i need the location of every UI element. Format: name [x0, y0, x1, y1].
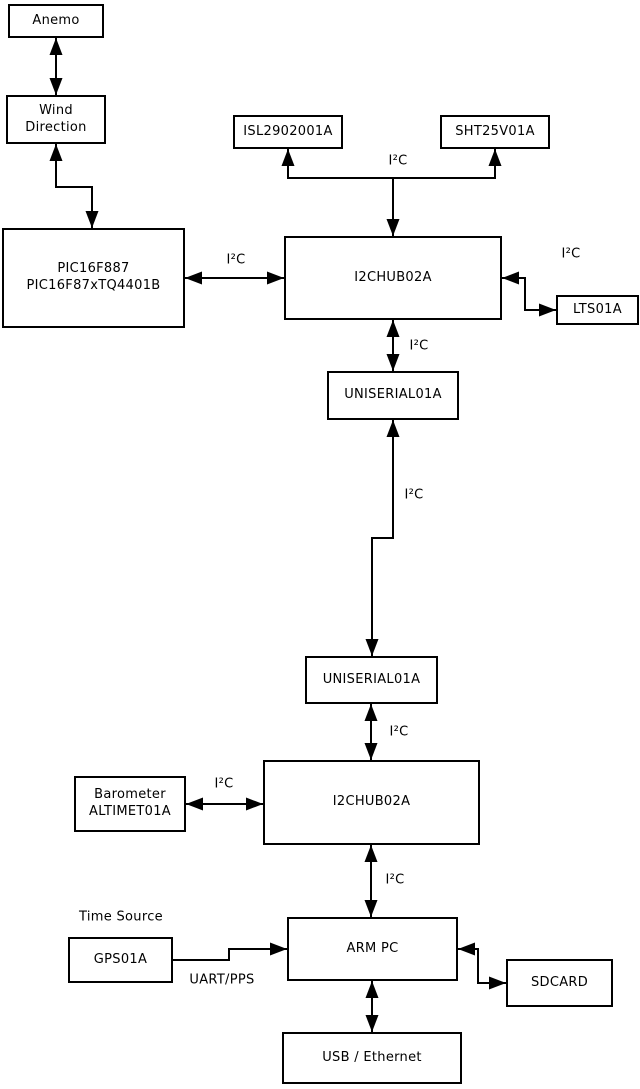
node-anemo: Anemo — [8, 4, 104, 38]
arrowhead-icon-pic-i2chub-start — [185, 271, 202, 285]
node-label-i2chub-upper: I2CHUB02A — [354, 269, 432, 285]
arrowhead-icon-armpc-sdcard-start — [458, 942, 475, 956]
arrowhead-icon-barometer-i2chub2-start — [186, 797, 203, 811]
node-isl2902001a: ISL2902001A — [233, 115, 343, 149]
arrowhead-icon-i2chub-lts-end — [539, 303, 556, 317]
label-time-source: Time Source — [79, 909, 163, 925]
arrowhead-icon-uniserial-uniserial-end — [365, 639, 379, 656]
arrowhead-icon-wind-pic-start — [49, 144, 63, 161]
arrowhead-icon-uniserial-i2chub2-start — [364, 704, 378, 721]
arrowhead-icon-sensors-bar-end — [488, 149, 502, 166]
node-barometer: Barometer ALTIMET01A — [74, 776, 186, 832]
arrowhead-icon-i2chub-uniserial-start — [386, 320, 400, 337]
node-label-pic: PIC16F887 PIC16F87xTQ4401B — [26, 261, 161, 293]
node-label-gps01a: GPS01A — [93, 951, 148, 967]
node-label-lts01a: LTS01A — [573, 301, 622, 317]
arrowhead-icon-gps-armpc-end — [270, 942, 287, 956]
arrowhead-icon-sensors-bar-start — [281, 149, 295, 166]
arrowhead-icon-i2chub2-armpc-end — [364, 900, 378, 917]
connector-armpc-sdcard — [458, 948, 506, 984]
connector-gps-armpc — [173, 948, 287, 961]
arrowhead-icon-i2chub2-armpc-start — [364, 845, 378, 862]
arrowhead-icon-armpc-sdcard-end — [489, 976, 506, 990]
node-usb-ethernet: USB / Ethernet — [282, 1032, 462, 1084]
node-label-uniserial-upper: UNISERIAL01A — [344, 387, 442, 403]
node-sht25v01a: SHT25V01A — [440, 115, 550, 149]
node-pic: PIC16F887 PIC16F87xTQ4401B — [2, 228, 185, 328]
label-i2c-lts: I²C — [561, 246, 581, 262]
arrowhead-icon-pic-i2chub-end — [267, 271, 284, 285]
arrowhead-icon-i2chub-lts-start — [502, 271, 519, 285]
arrowhead-icon-armpc-usb-start — [365, 981, 379, 998]
node-sdcard: SDCARD — [506, 959, 613, 1007]
node-label-wind-direction: Wind Direction — [25, 102, 87, 135]
node-i2chub-upper: I2CHUB02A — [284, 236, 502, 320]
arrowhead-icon-uniserial-i2chub2-end — [364, 743, 378, 760]
node-i2chub-lower: I2CHUB02A — [263, 760, 480, 845]
node-label-barometer: Barometer ALTIMET01A — [89, 787, 171, 819]
node-uniserial-lower: UNISERIAL01A — [305, 656, 438, 704]
arrowhead-icon-anemo-wind-end — [49, 78, 63, 95]
node-wind-direction: Wind Direction — [6, 95, 106, 144]
arrowhead-icon-barometer-i2chub2-end — [246, 797, 263, 811]
arrowhead-icon-armpc-usb-end — [365, 1015, 379, 1032]
node-gps01a: GPS01A — [68, 937, 173, 983]
label-uart-pps: UART/PPS — [189, 972, 255, 988]
label-i2c-hub2-armpc: I²C — [385, 872, 405, 888]
label-i2c-sensors: I²C — [388, 153, 408, 169]
node-label-arm-pc: ARM PC — [346, 940, 399, 956]
arrowhead-icon-i2chub-uniserial-end — [386, 354, 400, 371]
node-label-sdcard: SDCARD — [530, 974, 589, 990]
node-label-uniserial-lower: UNISERIAL01A — [322, 671, 421, 687]
node-uniserial-upper: UNISERIAL01A — [327, 371, 459, 420]
arrowhead-icon-uniserial-uniserial-start — [386, 420, 400, 437]
label-i2c-pic-hub: I²C — [226, 252, 246, 268]
node-label-usb-ethernet: USB / Ethernet — [322, 1049, 422, 1065]
node-label-anemo: Anemo — [32, 12, 80, 28]
connector-i2chub-lts — [502, 277, 556, 311]
label-i2c-uniserial-hub2: I²C — [389, 724, 409, 740]
label-i2c-uniserial-link: I²C — [404, 487, 424, 503]
arrowhead-icon-anemo-wind-start — [49, 38, 63, 55]
connector-wind-pic — [55, 144, 93, 228]
node-arm-pc: ARM PC — [287, 917, 458, 981]
node-label-isl2902001a: ISL2902001A — [243, 123, 333, 139]
label-i2c-hub-uniserial: I²C — [409, 338, 429, 354]
node-label-i2chub-lower: I2CHUB02A — [332, 794, 411, 810]
connector-uniserial-uniserial — [371, 420, 394, 656]
arrowhead-icon-wind-pic-end — [85, 211, 99, 228]
label-i2c-barometer: I²C — [214, 776, 234, 792]
node-lts01a: LTS01A — [556, 295, 639, 325]
arrowhead-icon-sensors-stem-end — [386, 219, 400, 236]
node-label-sht25v01a: SHT25V01A — [455, 123, 535, 139]
